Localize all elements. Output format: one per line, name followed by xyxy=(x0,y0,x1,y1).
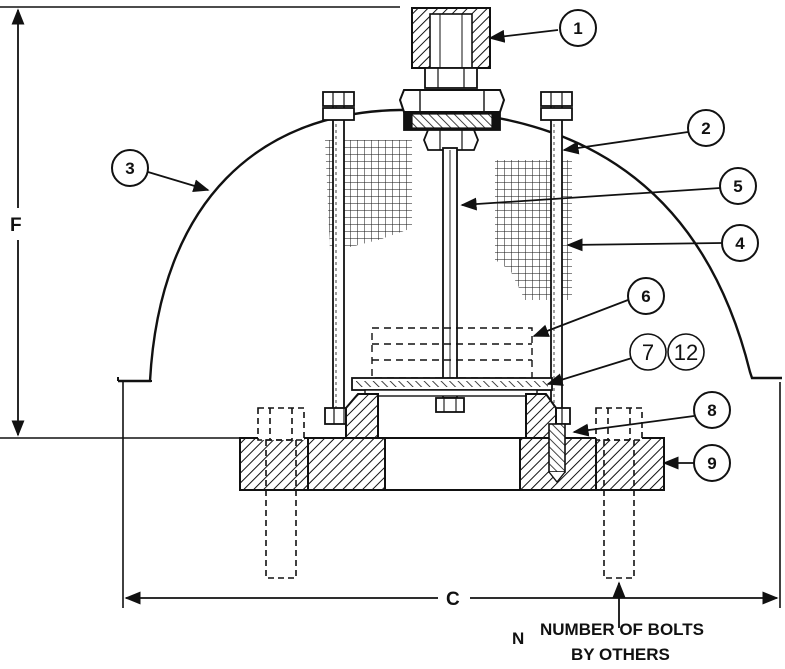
callout-9: 9 xyxy=(662,444,731,482)
svg-text:7: 7 xyxy=(642,340,654,365)
center-stem xyxy=(435,147,465,413)
callout-4: 4 xyxy=(566,224,759,262)
gasket-screw xyxy=(548,423,566,484)
dim-c-label: C xyxy=(446,589,460,610)
bolt-note-prefix: N xyxy=(512,629,524,648)
dim-f-label: F xyxy=(10,215,22,236)
svg-text:4: 4 xyxy=(735,234,745,253)
svg-text:2: 2 xyxy=(701,119,710,138)
svg-text:1: 1 xyxy=(573,19,582,38)
dome-hood xyxy=(117,108,782,383)
bolt-note-line2: BY OTHERS xyxy=(571,645,670,664)
svg-text:5: 5 xyxy=(733,177,742,196)
svg-text:3: 3 xyxy=(125,159,134,178)
callout-1: 1 xyxy=(488,9,597,47)
svg-text:12: 12 xyxy=(674,340,698,365)
bolt-note-line1: NUMBER OF BOLTS xyxy=(540,620,704,639)
callout-7-12: 7 12 xyxy=(546,333,705,386)
top-fitting xyxy=(398,7,506,151)
pallet-assembly xyxy=(351,377,553,397)
svg-text:9: 9 xyxy=(707,454,716,473)
callout-2: 2 xyxy=(562,109,725,155)
callout-5: 5 xyxy=(460,167,757,211)
callout-3: 3 xyxy=(111,149,210,193)
svg-text:8: 8 xyxy=(707,401,716,420)
flange-bolts xyxy=(257,407,643,579)
svg-text:6: 6 xyxy=(641,287,650,306)
bolt-note: N NUMBER OF BOLTS BY OTHERS xyxy=(512,581,704,664)
flange xyxy=(239,437,665,491)
dimension-c: C xyxy=(122,382,781,610)
callout-6: 6 xyxy=(532,277,665,337)
callout-8: 8 xyxy=(572,391,731,437)
